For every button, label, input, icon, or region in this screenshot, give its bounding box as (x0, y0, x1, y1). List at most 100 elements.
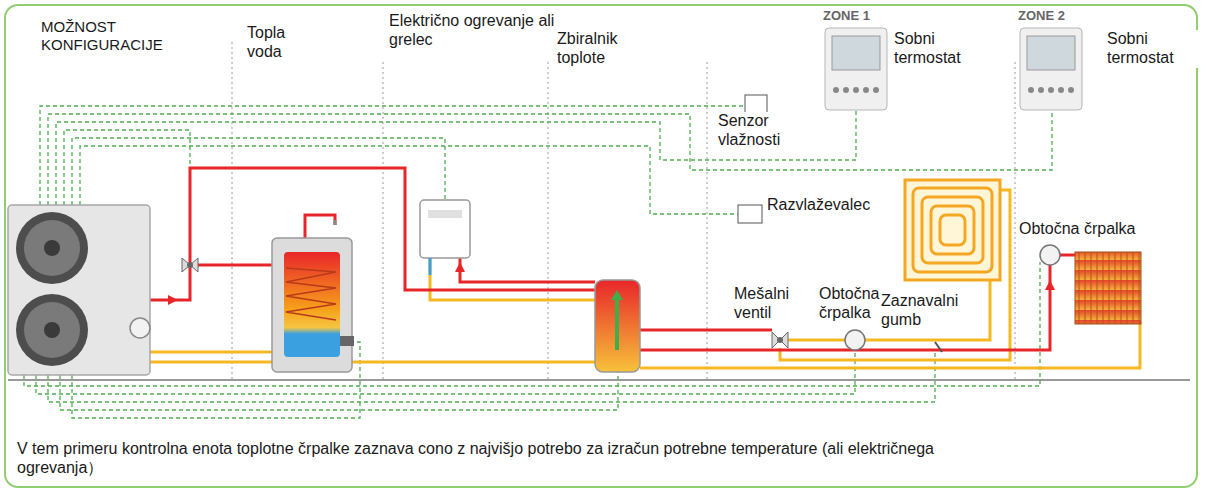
section-divider (707, 62, 708, 380)
control-wire (40, 106, 745, 205)
section-divider (548, 62, 549, 380)
part-label: Sobni termostat (893, 30, 985, 68)
room-thermostat (832, 36, 880, 70)
hot-water-tank (340, 336, 354, 346)
buffer-tank (595, 280, 640, 372)
room-thermostat (1068, 87, 1074, 93)
part-label: Sobni termostat (1106, 30, 1198, 68)
return-pipe (430, 258, 595, 300)
flow-arrow (168, 295, 178, 305)
section-heading: Zbiralnik toplote (556, 30, 648, 68)
control-wire (60, 372, 618, 410)
supply-pipe (150, 168, 595, 300)
sensing-probe (935, 342, 942, 352)
electric-boiler (428, 210, 462, 218)
radiator (1075, 252, 1141, 324)
supply-pipe (640, 329, 772, 332)
section-divider (383, 62, 384, 380)
part-label: Zaznavalni gumb (880, 292, 967, 330)
hot-water-tank (272, 238, 352, 372)
underfloor-heating (922, 197, 983, 263)
room-thermostat (1027, 36, 1075, 70)
heat-pump-unit (8, 205, 150, 375)
room-thermostat (1020, 28, 1082, 110)
buffer-tank (595, 280, 640, 372)
electric-boiler (420, 200, 470, 275)
room-thermostat (1048, 87, 1054, 93)
heat-pump-unit (44, 322, 60, 338)
return-pipe (788, 339, 845, 342)
control-wire (36, 350, 855, 394)
room-thermostat (853, 87, 859, 93)
zone-label: ZONE 1 (822, 8, 871, 23)
mixing-valve (772, 332, 788, 348)
heat-pump-unit (16, 294, 88, 366)
hot-water-tank (334, 220, 337, 225)
electric-boiler (429, 258, 432, 275)
control-wire (80, 146, 738, 214)
caption: V tem primeru kontrolna enota toplotne č… (16, 440, 948, 478)
section-heading: MOŽNOST KONFIGURACIJE (40, 18, 192, 53)
underfloor-heating (913, 188, 992, 272)
section-divider (232, 42, 233, 380)
hot-water-tank (272, 220, 354, 372)
three-way-valve (187, 262, 193, 268)
control-wire (72, 138, 445, 205)
heat-pump-unit (130, 318, 150, 338)
heat-pump-unit (44, 240, 60, 256)
heat-pump-unit (24, 220, 80, 276)
section-divider (232, 42, 1015, 380)
heat-pump-unit (8, 205, 150, 375)
hot-water-tank (286, 268, 336, 320)
dehumidifier (738, 205, 762, 223)
part-label: Razvlaževalec (766, 196, 871, 215)
outer-frame (4, 4, 1198, 488)
room-thermostat (833, 87, 839, 93)
section-divider (1015, 62, 1016, 380)
room-thermostat (1028, 87, 1034, 93)
room-thermostat (825, 28, 887, 110)
underfloor-heating (905, 180, 1000, 280)
control-wire (48, 110, 1052, 205)
supply-pipe (1060, 254, 1075, 257)
part-label: Obtočna črpalka (1018, 220, 1137, 239)
circulation-pump (1040, 245, 1060, 265)
supply-pipe (190, 264, 285, 267)
control-wire (24, 106, 1052, 418)
three-way-valve (182, 258, 198, 272)
section-heading: Topla voda (246, 24, 308, 62)
part-label: Senzor vlažnosti (717, 112, 809, 150)
underfloor-heating (931, 206, 974, 254)
ground-line (8, 379, 1190, 381)
room-thermostat (1058, 87, 1064, 93)
circulation-pump (845, 330, 865, 350)
heat-pump-unit (16, 212, 88, 284)
buffer-tank (615, 298, 619, 350)
room-thermostat (1038, 87, 1044, 93)
room-thermostat (873, 87, 879, 93)
underfloor-heating (905, 180, 1000, 280)
electric-boiler (420, 200, 470, 258)
room-thermostat (863, 87, 869, 93)
part-label: Mešalni ventil (733, 285, 810, 323)
buffer-tank (611, 290, 623, 300)
mixing-valve (777, 337, 783, 343)
return-pipe (150, 361, 600, 364)
return-pipe (150, 351, 278, 354)
supply-pipe (460, 258, 595, 282)
underfloor-heating (940, 215, 965, 245)
room-thermostat (825, 28, 887, 110)
flow-arrow (455, 262, 465, 272)
room-thermostat (843, 87, 849, 93)
room-thermostat (1020, 28, 1082, 110)
hot-water-tank (284, 252, 340, 357)
zone-label: ZONE 2 (1017, 8, 1066, 23)
control-wire (56, 110, 856, 205)
section-heading: Električno ogrevanje ali grelec (388, 12, 565, 50)
three-way-valve (182, 258, 198, 272)
flow-arrow (1045, 280, 1055, 290)
heat-pump-unit (24, 302, 80, 358)
